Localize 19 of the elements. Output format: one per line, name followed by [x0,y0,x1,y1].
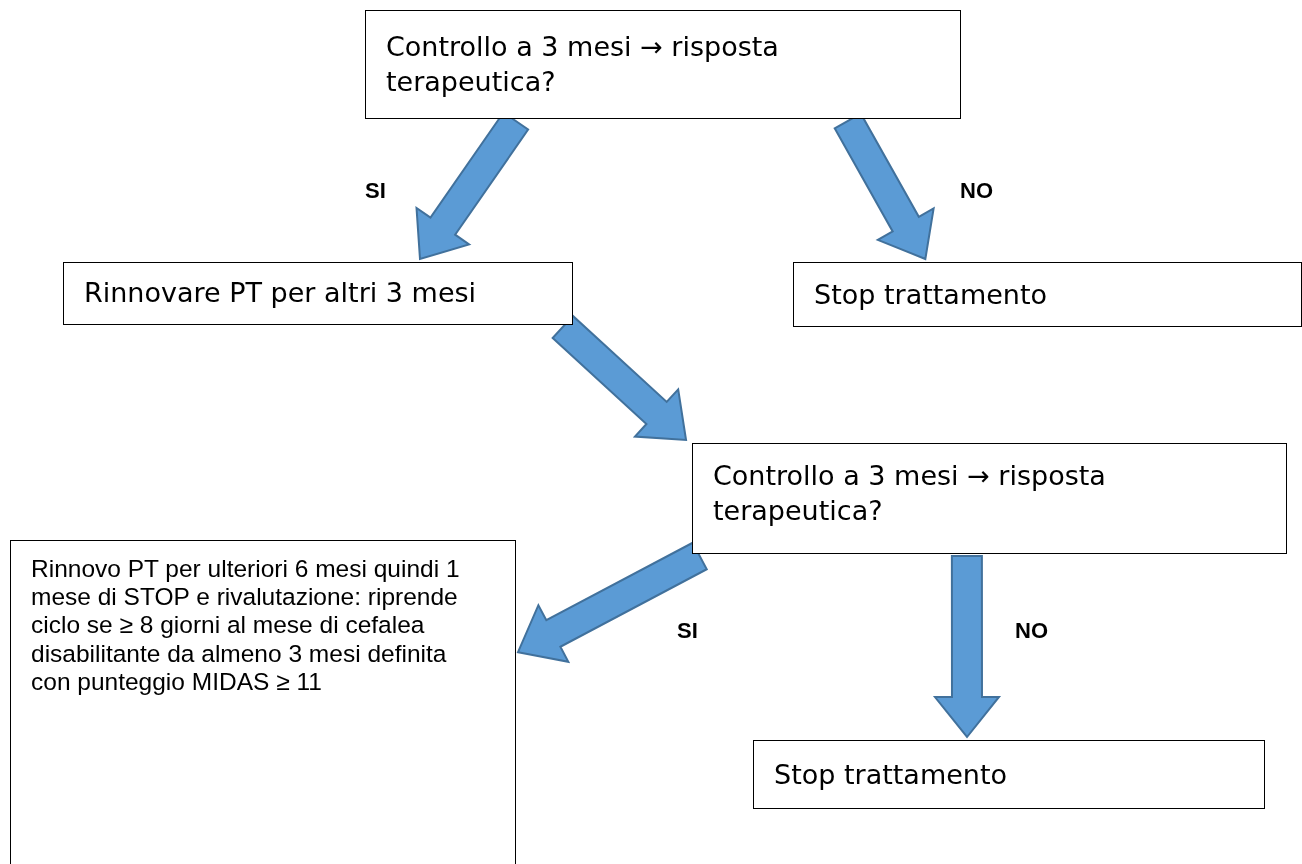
process-box [10,540,516,864]
box-text: Rinnovare PT per altri 3 mesi [84,276,478,310]
edge-label: SI [677,618,698,644]
edge-label: NO [960,178,993,204]
process-box [692,443,1287,554]
process-box [365,10,961,119]
box-text: Controllo a 3 mesi → risposta terapeutica? [386,30,780,100]
edge-label: NO [1015,618,1048,644]
box-text: Controllo a 3 mesi → risposta terapeutica? [713,459,1107,529]
box-text: Rinnovo PT per ulteriori 6 mesi quindi 1 mese di STOP e rivalutazione: riprende ciclo se ≥ 8 giorni al mese di cefalea disabilitante da almeno 3 mesi definita con punteggio MIDAS ≥ 11 [31,555,461,696]
process-box [753,740,1265,810]
edge-label: SI [365,178,386,204]
block-arrow [516,541,709,664]
process-box [63,262,573,325]
box-text: Stop trattamento [814,278,1049,312]
block-arrow [932,555,1002,739]
process-box [793,262,1302,328]
box-text: Stop trattamento [774,758,1009,792]
block-arrow [551,314,688,442]
